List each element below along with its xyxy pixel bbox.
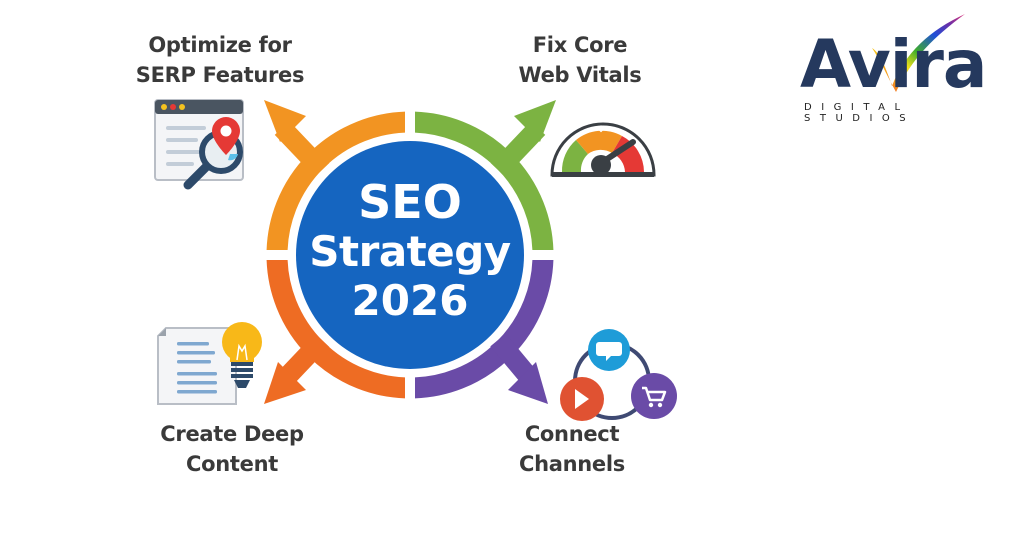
ring-segment-top-left xyxy=(264,100,405,250)
document-lightbulb-icon xyxy=(157,322,262,405)
label-optimize-serp-features: Optimize for SERP Features xyxy=(135,33,305,87)
rainbow-swoosh-icon xyxy=(872,14,965,92)
logo-wordmark: Avira xyxy=(800,26,987,103)
center-title: SEO Strategy 2026 xyxy=(295,176,525,326)
center-title-line-3: 2026 xyxy=(351,276,469,325)
ring-segment-top-right xyxy=(415,100,556,250)
label-fix-core-web-vitals: Fix Core Web Vitals xyxy=(518,33,642,87)
label-create-deep-content: Create Deep Content xyxy=(160,422,304,476)
logo-tagline: DIGITAL STUDIOS xyxy=(804,102,916,124)
svg-text:↕: ↕ xyxy=(597,125,605,135)
label-connect-channels: Connect Channels xyxy=(519,422,625,476)
center-title-line-1: SEO xyxy=(358,175,462,229)
speedometer-gauge-icon: ↕ xyxy=(550,122,656,177)
ring-segment-bottom-left xyxy=(264,260,405,404)
ring-segment-bottom-right xyxy=(415,260,554,404)
connected-channels-icon xyxy=(560,329,677,421)
center-title-line-2: Strategy xyxy=(309,227,511,276)
center-circle xyxy=(296,141,524,369)
serp-search-icon xyxy=(154,99,244,190)
shopping-cart-icon xyxy=(631,373,677,419)
avira-logo: Avira DIGITAL STUDIOS xyxy=(800,8,1020,124)
